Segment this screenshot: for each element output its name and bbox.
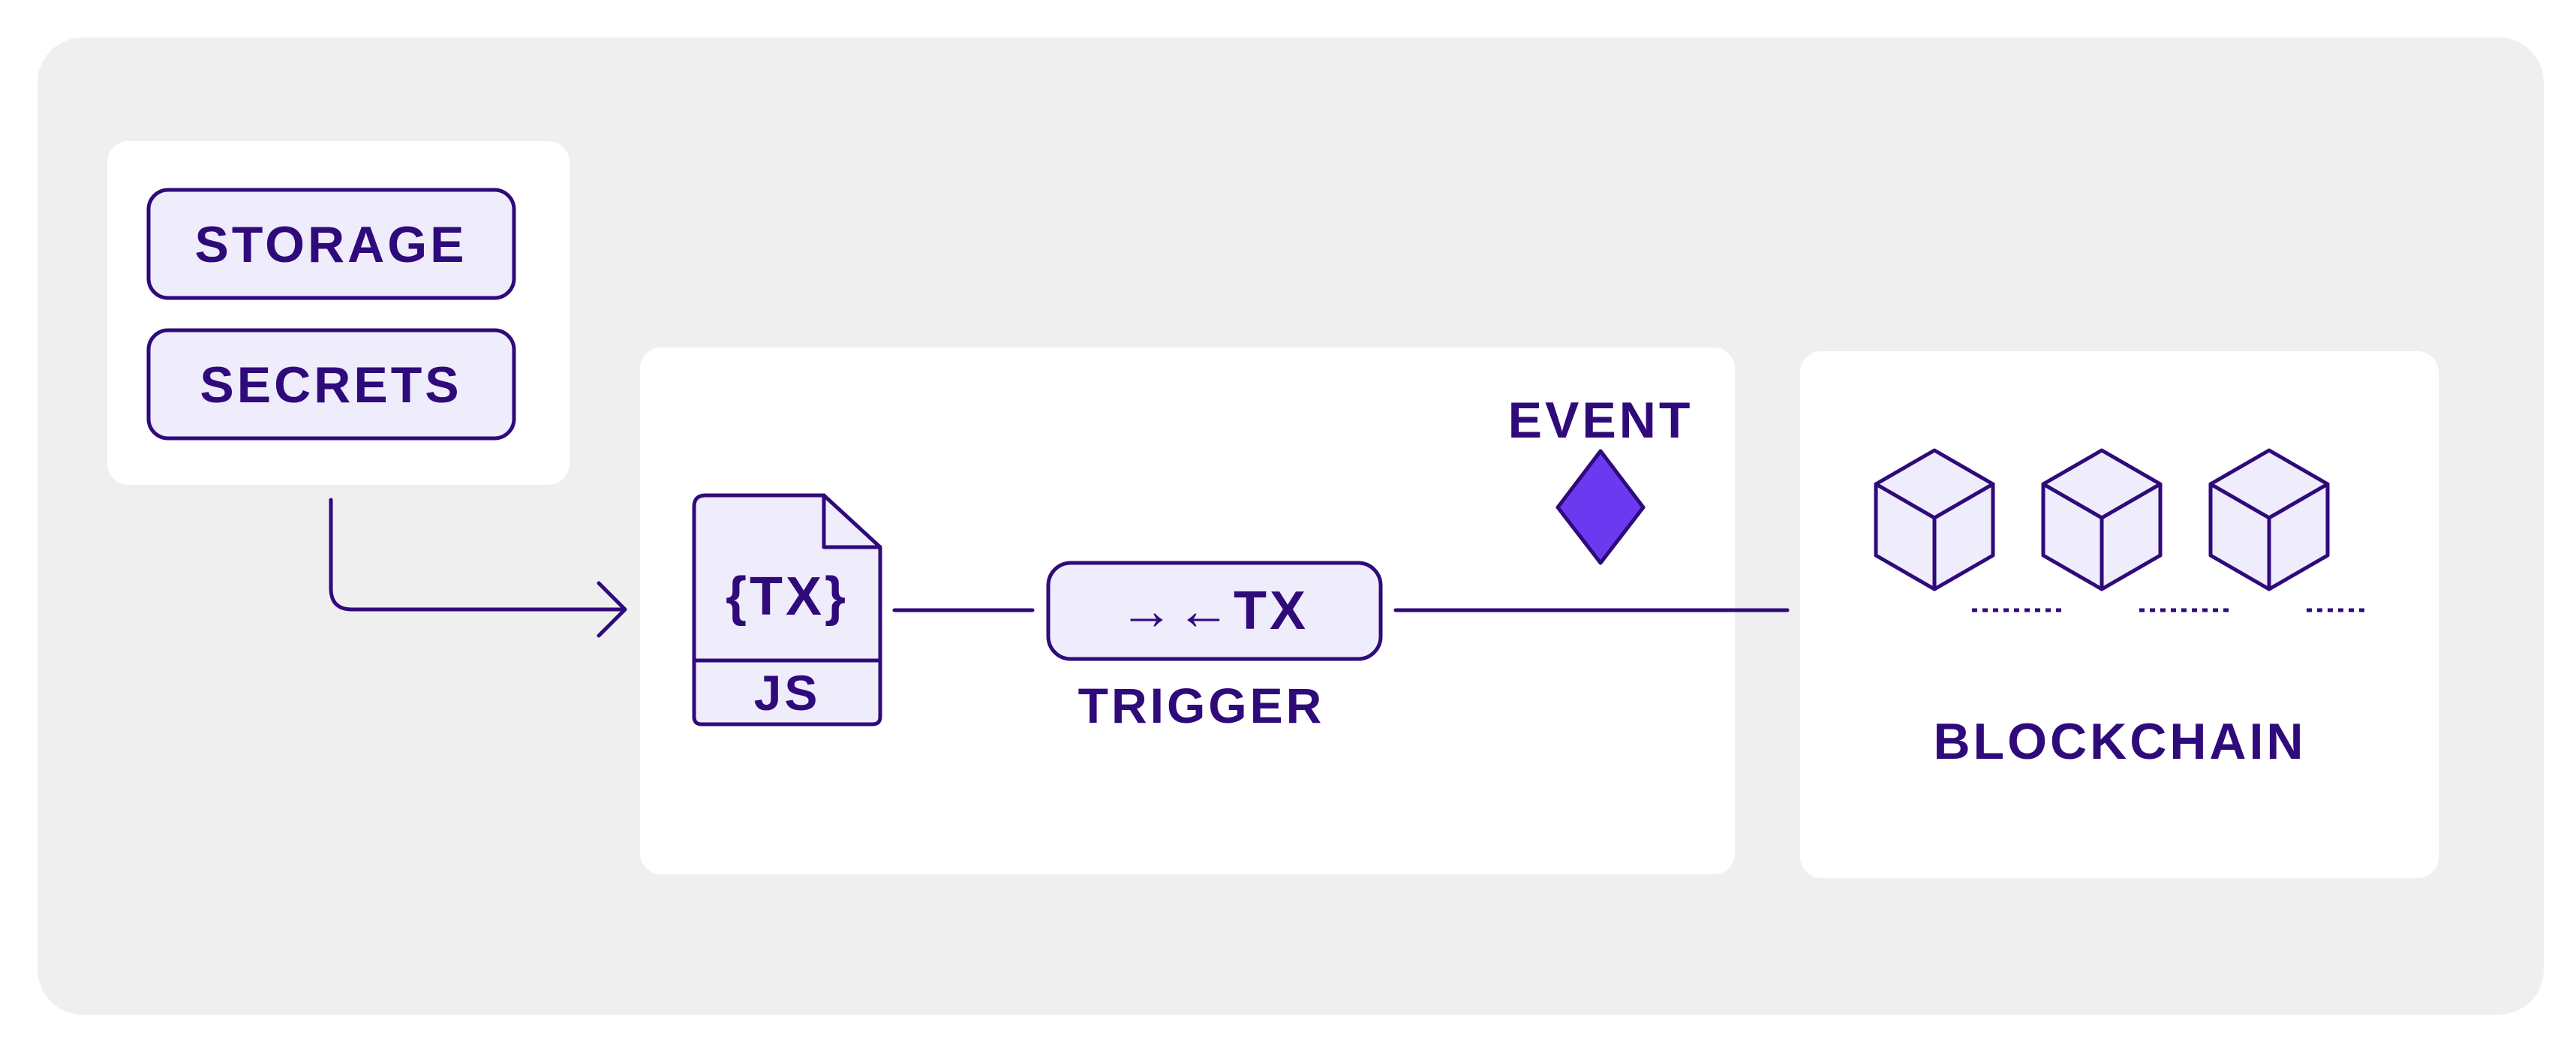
block-cube-icon xyxy=(1874,448,1995,591)
secrets-label: SECRETS xyxy=(200,357,461,414)
trigger-label: TRIGGER xyxy=(1078,678,1325,733)
event-label: EVENT xyxy=(1508,392,1694,449)
secrets-box: SECRETS xyxy=(146,328,516,441)
config-to-runtime-connector xyxy=(329,498,625,612)
trigger-badge: →←TX xyxy=(1046,561,1383,661)
arrow-head-icon xyxy=(597,581,627,638)
event-diamond-icon xyxy=(1556,449,1646,565)
script-code-label: {TX} xyxy=(726,567,849,627)
trigger-badge-label: →←TX xyxy=(1120,581,1309,641)
blockchain-panel xyxy=(1800,351,2439,878)
block-cube-icon xyxy=(2041,448,2163,591)
blockchain-label: BLOCKCHAIN xyxy=(1933,713,2306,770)
storage-label: STORAGE xyxy=(194,216,467,273)
script-lang-label: JS xyxy=(754,665,821,721)
block-cube-icon xyxy=(2208,448,2330,591)
storage-box: STORAGE xyxy=(146,188,516,300)
script-file-icon: {TX} JS xyxy=(692,493,882,727)
